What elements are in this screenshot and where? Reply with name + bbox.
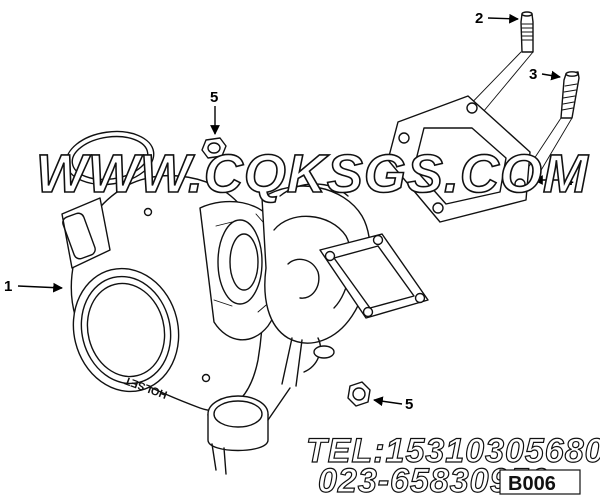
- stud-projection-line-2: [527, 117, 573, 173]
- bearing-housing: [199, 200, 286, 341]
- callout-1: 1: [4, 278, 12, 295]
- v-band-clamp-ring: [65, 130, 155, 186]
- gasket-part-4: [387, 95, 531, 223]
- callout-5-lower: 5: [405, 396, 413, 413]
- callout-4: 4: [565, 172, 574, 189]
- callout-5b-leader: [373, 396, 403, 407]
- stud-part-2: [520, 11, 534, 53]
- callout-3: 3: [529, 66, 537, 83]
- nut-part-5-lower: [347, 381, 371, 407]
- watermark-website: WWW.CQKSGS.COM: [36, 144, 589, 204]
- callout-5-upper: 5: [210, 89, 218, 106]
- stamp-code: B006: [508, 473, 556, 495]
- stud-part-3: [560, 71, 580, 119]
- turbine-housing: [261, 183, 429, 344]
- callout-2-leader: [487, 13, 519, 24]
- callout-3-leader: [541, 70, 561, 81]
- watermark-tel: TEL:15310305680: [306, 432, 600, 470]
- wastegate-actuator: [207, 337, 335, 475]
- nut-part-5-upper: [201, 137, 227, 159]
- callout-2: 2: [475, 10, 483, 27]
- stamp-box: B006: [499, 469, 581, 495]
- callout-1-leader: [17, 282, 63, 293]
